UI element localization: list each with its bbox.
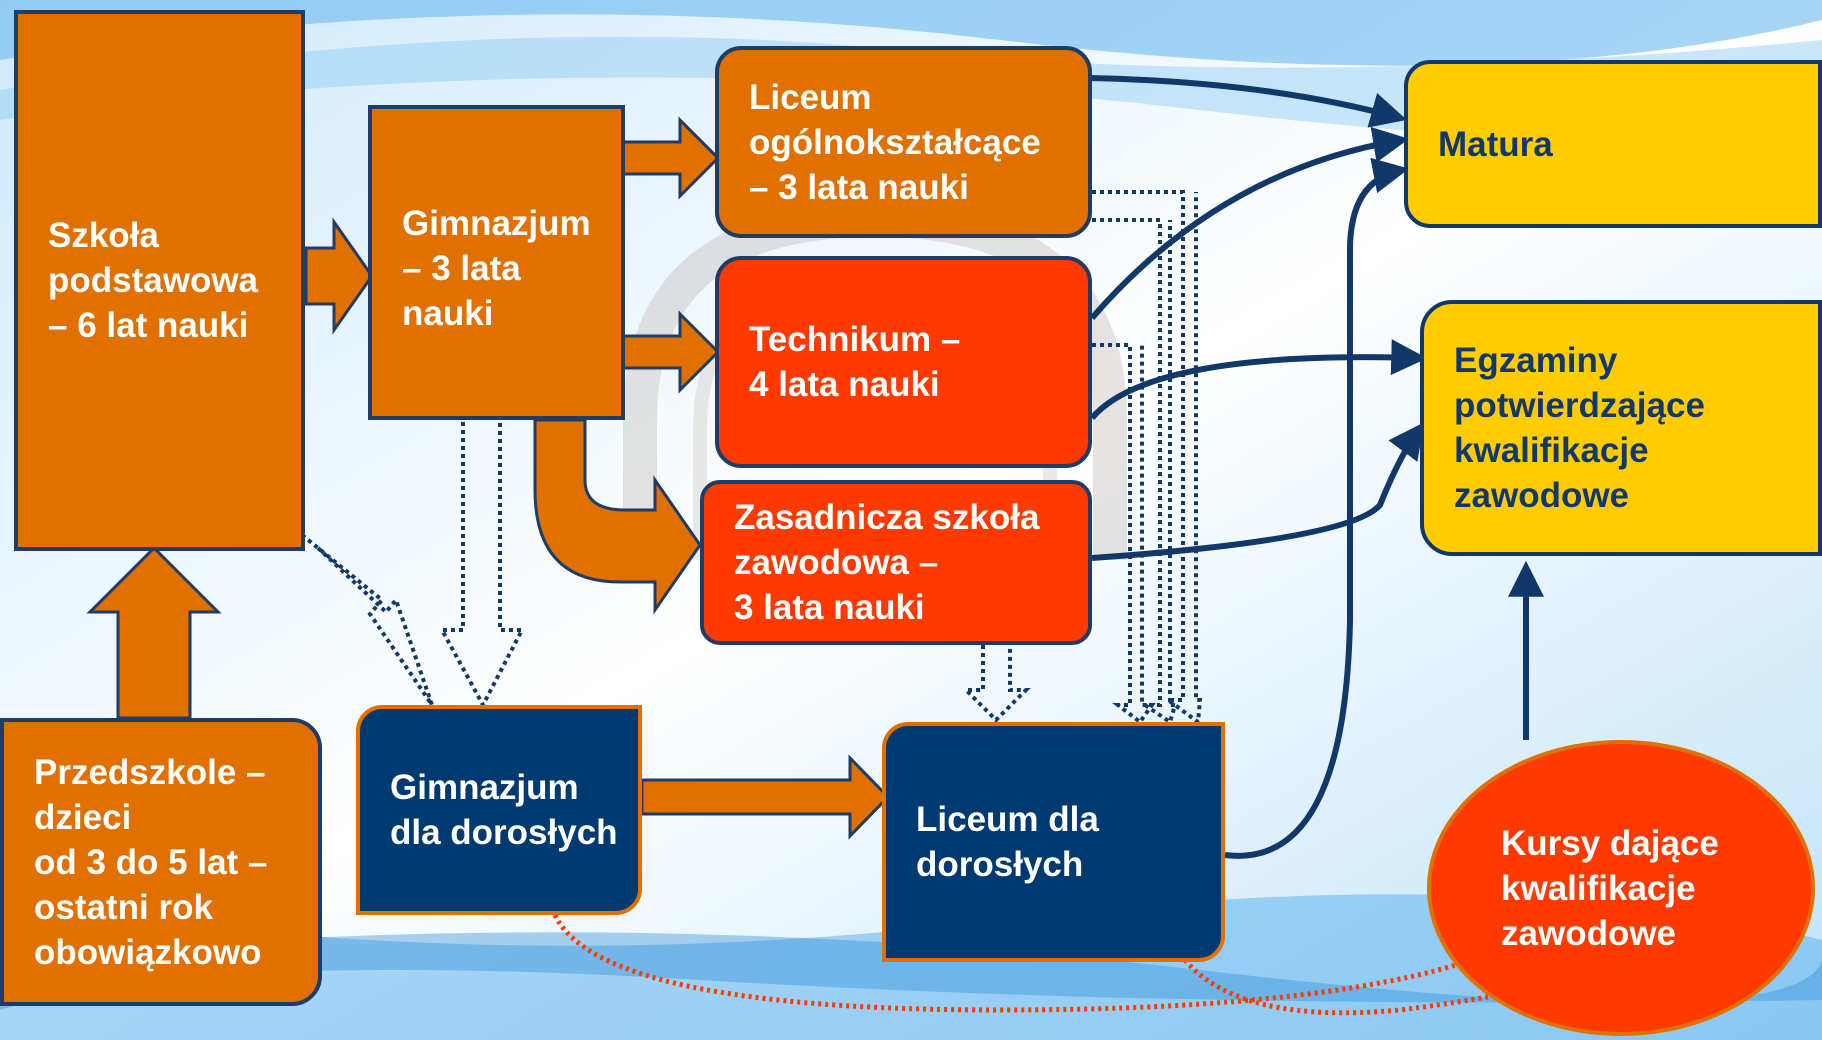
node-text-line: dzieci [34, 797, 132, 837]
node-text-line: Liceum dla [916, 800, 1099, 839]
node-text-line: kwalifikacje [1454, 431, 1649, 470]
dotted-arrow-podstawowa-to-gimnazjum-dorosli [300, 533, 434, 707]
node-text-line: Matura [1438, 124, 1553, 164]
dotted-arrow-liceum-to-liceum-dorosli [1092, 190, 1203, 726]
dotted-line-gimnazjum-dorosli-to-kursy [552, 913, 1501, 1013]
dotted-arrow-technikum-to-liceum-dorosli [1092, 218, 1178, 726]
node-przedszkole: Przedszkole – dzieci od 3 do 5 lat – ost… [0, 718, 322, 1006]
node-text-line: potwierdzające [1454, 386, 1705, 425]
node-text-line: Gimnazjum [402, 204, 591, 243]
node-text-line: obowiązkowo [34, 932, 262, 972]
node-text-line: zawodowe [1501, 913, 1677, 953]
arrow-gimnazjum-to-zasadnicza [533, 418, 702, 615]
node-egzaminy: Egzaminy potwierdzające kwalifikacje zaw… [1420, 300, 1822, 556]
dotted-arrow-zasadnicza-to-liceum-dorosli [961, 645, 1031, 723]
line-technikum-to-egzaminy [1089, 339, 1428, 420]
node-text-line: ogólnokształcące [749, 122, 1041, 162]
node-zasadnicza-szkola-zawodowa: Zasadnicza szkoła zawodowa – 3 lata nauk… [700, 480, 1092, 645]
node-text-line: zawodowe [1454, 476, 1630, 515]
node-text-line: zawodowa – [734, 543, 939, 582]
node-text-line: dla dorosłych [390, 813, 618, 852]
arrow-gimnazjum-dorosli-to-liceum-dorosli [640, 754, 891, 840]
node-text-line: kwalifikacje [1501, 868, 1696, 908]
node-gimnazjum-dla-doroslych: Gimnazjum dla dorosłych [356, 705, 642, 915]
node-text-line: – 3 lata [402, 249, 521, 288]
line-liceum-to-matura [1089, 75, 1407, 128]
node-text-line: 3 lata nauki [734, 588, 925, 627]
node-text-line: – 6 lat nauki [48, 306, 249, 345]
node-gimnazjum: Gimnazjum – 3 lata nauki [368, 105, 625, 420]
node-text-line: Zasadnicza szkoła [734, 498, 1040, 537]
arrow-gimnazjum-to-liceum [610, 116, 721, 200]
node-text-line: 4 lata nauki [749, 365, 940, 404]
node-text-line: podstawowa [48, 261, 259, 300]
dotted-arrow-gimnazjum-to-gimnazjum-dorosli [438, 422, 526, 710]
node-text-line: Szkoła [48, 216, 159, 255]
node-text-line: od 3 do 5 lat – [34, 842, 268, 882]
arrow-gimnazjum-to-technikum [610, 310, 721, 394]
node-kursy: Kursy dające kwalifikacje zawodowe [1427, 740, 1815, 1036]
node-text-line: Gimnazjum [390, 768, 579, 807]
node-liceum-ogolnoksztalcace: Liceum ogólnokształcące – 3 lata nauki [715, 46, 1092, 238]
node-text-line: Liceum [749, 77, 872, 117]
node-liceum-dla-doroslych: Liceum dla dorosłych [882, 722, 1225, 962]
node-text-line: nauki [402, 294, 494, 333]
node-text-line: Egzaminy [1454, 341, 1618, 380]
node-text-line: Kursy dające [1501, 823, 1719, 863]
line-liceum-dorosli-to-matura [1224, 157, 1410, 859]
node-text-line: Technikum – [749, 320, 961, 359]
line-technikum-to-matura [1089, 126, 1410, 320]
node-matura: Matura [1404, 60, 1822, 228]
node-technikum: Technikum – 4 lata nauki [715, 256, 1092, 468]
arrow-podstawowa-to-gimnazjum [304, 217, 374, 335]
node-text-line: dorosłych [916, 845, 1084, 884]
node-text-line: ostatni rok [34, 887, 213, 927]
arrow-przedszkole-to-podstawowa [86, 545, 222, 720]
node-text-line: Przedszkole – [34, 752, 266, 792]
node-szkola-podstawowa: Szkoła podstawowa – 6 lat nauki [14, 10, 305, 551]
line-zasadnicza-to-egzaminy [1091, 422, 1425, 561]
dotted-arrow-technikum-side-to-liceum-dorosli [1092, 343, 1156, 725]
node-text-line: – 3 lata nauki [749, 167, 969, 207]
